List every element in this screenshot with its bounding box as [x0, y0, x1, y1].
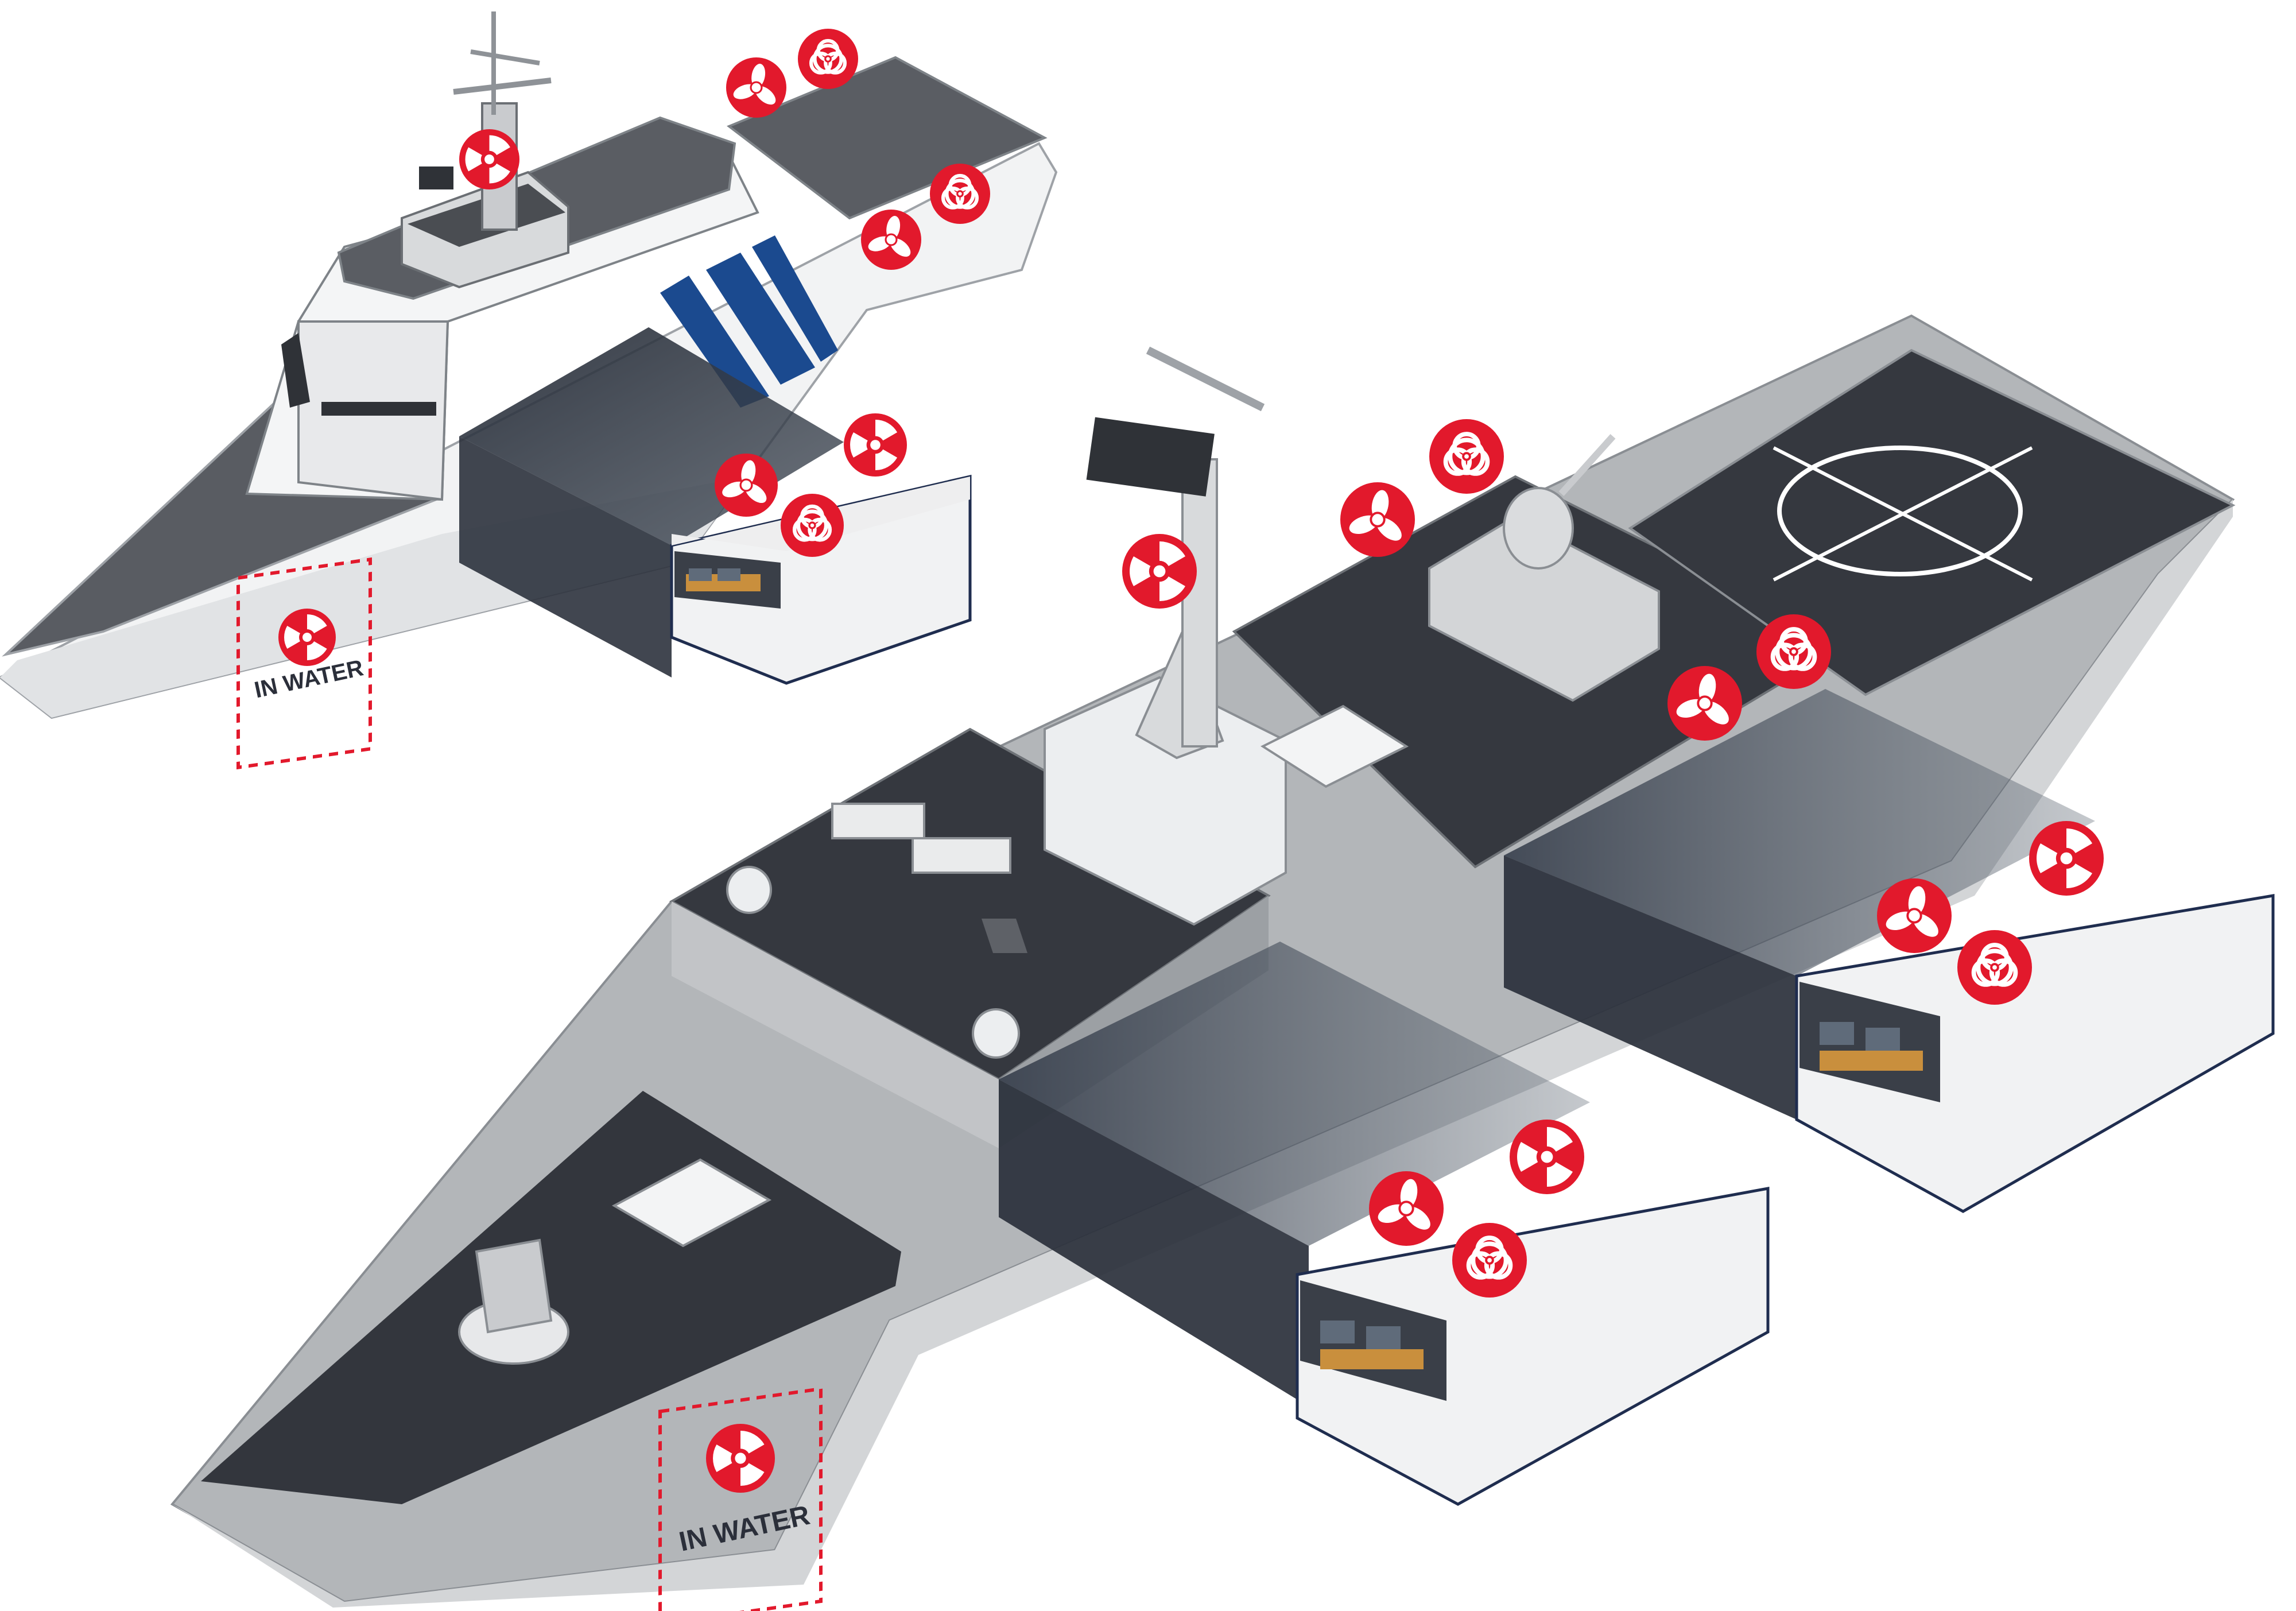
- deck-hatch-grid: [611, 704, 1409, 1248]
- radiation-icon: [844, 413, 907, 477]
- large-ship-cutaway-shaft-aft: [1504, 689, 2095, 976]
- large-ship-mast-base: [1044, 676, 1287, 926]
- propeller-icon: [1877, 878, 1952, 953]
- propeller-icon: [715, 454, 778, 517]
- biohazard-icon: [781, 494, 844, 557]
- biohazard-icon: [1756, 614, 1831, 689]
- small-ship-stripe: [660, 276, 769, 408]
- radiation-icon: [1122, 534, 1197, 609]
- large-ship-room-front: [1296, 1187, 1770, 1506]
- propeller-icon: [861, 210, 921, 270]
- biohazard-icon: [1452, 1223, 1527, 1298]
- propeller-icon: [726, 57, 786, 118]
- biohazard-icon: [1429, 419, 1504, 494]
- propeller-icon: [1369, 1171, 1444, 1246]
- large-ship-room-aft: [1795, 894, 2275, 1213]
- biohazard-icon: [930, 164, 990, 224]
- large-ship: [170, 314, 2275, 1608]
- large-ship-mast: [1181, 458, 1218, 748]
- propeller-icon: [1340, 482, 1415, 557]
- large-ship-cutaway-shaft-front: [999, 942, 1590, 1246]
- biohazard-icon: [1957, 930, 2032, 1005]
- biohazard-icon: [798, 29, 858, 89]
- small-ship: [0, 11, 1058, 719]
- propeller-icon: [1667, 666, 1742, 741]
- radiation-icon: [459, 129, 519, 189]
